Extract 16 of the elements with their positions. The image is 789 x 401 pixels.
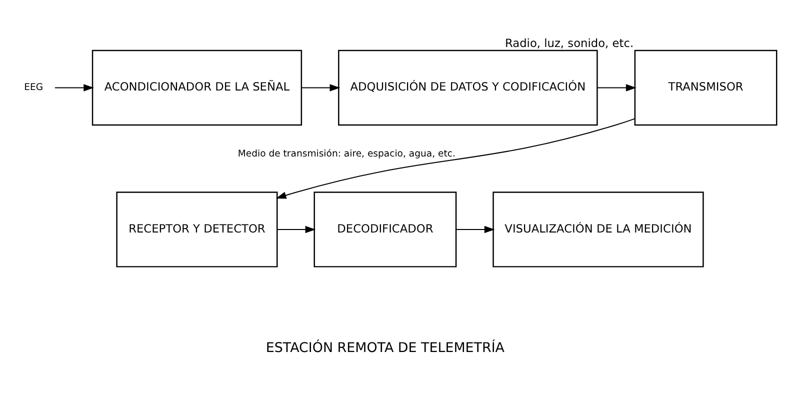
node-box: ACONDICIONADOR DE LA SEÑAL (92, 50, 302, 126)
node-box: DECODIFICADOR (314, 192, 457, 268)
node-box: VISUALIZACIÓN DE LA MEDICIÓN (492, 192, 704, 268)
label: ESTACIÓN REMOTA DE TELEMETRÍA (266, 340, 504, 356)
arrow (456, 226, 495, 234)
node-text: EEG (24, 82, 44, 94)
arrow (54, 84, 94, 92)
node-box: ADQUISICIÓN DE DATOS Y CODIFICACIÓN (338, 50, 598, 126)
node-box: RECEPTOR Y DETECTOR (116, 192, 278, 268)
arrow (277, 226, 316, 234)
edge-label: Medio de transmisión: aire, espacio, agua, etc. (238, 148, 456, 160)
arrow (276, 118, 635, 199)
node-box: TRANSMISOR (634, 50, 778, 126)
arrow (598, 84, 636, 92)
arrow (302, 84, 340, 92)
node-label: Radio, luz, sonido, etc. (504, 36, 634, 50)
